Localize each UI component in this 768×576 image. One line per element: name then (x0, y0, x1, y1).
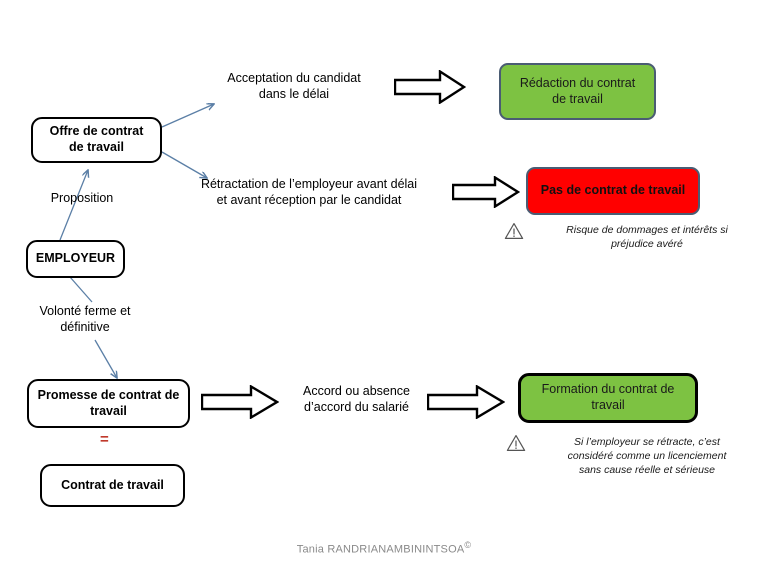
node-pas-de-contrat-de-travail[interactable]: Pas de contrat de travail (526, 167, 700, 215)
edge-label-accord-line1: Accord ou absence (302, 384, 410, 398)
connector-employeur-to-promesse (69, 276, 93, 303)
footer-author-credit: Tania RANDRIANAMBININTSOA© (0, 540, 768, 556)
node-redaction-line1: Rédaction du contrat (519, 75, 636, 90)
edge-label-acceptation-line2: dans le délai (258, 87, 330, 102)
note-risque-line2: préjudice avéré (611, 238, 683, 251)
node-employeur-label: EMPLOYEUR (35, 251, 116, 266)
block-arrow-right-icon (394, 70, 466, 104)
node-redaction-line2: de travail (552, 91, 603, 106)
block-arrow-right-icon (427, 385, 505, 419)
node-contrat-label: Contrat de travail (61, 477, 164, 492)
note-licenciement-line1: Si l’employeur se rétracte, c’est (574, 436, 720, 448)
edge-label-accord-line2: d’accord du salarié (304, 400, 409, 415)
node-employeur[interactable]: EMPLOYEUR (26, 240, 125, 278)
edge-label-volonte-line1: Volonté ferme et (39, 304, 131, 318)
edge-label-proposition: Proposition (50, 191, 114, 205)
node-formation-line1: Formation du contrat de (541, 382, 675, 397)
connector-offre-to-acceptation (161, 104, 214, 128)
node-offre-line2: de travail (69, 140, 124, 154)
node-offre-line1: Offre de contrat (49, 124, 144, 139)
copyright-symbol: © (464, 540, 472, 550)
note-licenciement-line2: considéré comme un licenciement (567, 450, 727, 463)
node-promesse-line1: Promesse de contrat de (37, 387, 180, 402)
node-contrat-de-travail[interactable]: Contrat de travail (40, 464, 185, 507)
block-arrow-right-icon (452, 176, 520, 208)
edge-label-volonte-ferme-et-definitive: Volonté ferme et définitive (10, 303, 160, 336)
block-arrow-right-icon (201, 385, 279, 419)
node-formation-du-contrat-de-travail[interactable]: Formation du contrat de travail (518, 373, 698, 423)
connector-offre-to-retractation (161, 151, 207, 178)
edge-label-retractation-employeur: Rétractation de l’employeur avant délai … (178, 176, 440, 209)
edge-label-acceptation-du-candidat: Acceptation du candidat dans le délai (203, 70, 385, 103)
edge-label-acceptation-line1: Acceptation du candidat (227, 71, 361, 85)
warning-triangle-icon (506, 435, 526, 451)
footer-author-name: Tania RANDRIANAMBININTSOA (296, 543, 465, 556)
node-redaction-du-contrat-de-travail[interactable]: Rédaction du contrat de travail (499, 63, 656, 120)
edge-label-accord-ou-absence: Accord ou absence d’accord du salarié (289, 383, 424, 416)
node-promesse-line2: travail (90, 403, 127, 418)
node-promesse-de-contrat-de-travail[interactable]: Promesse de contrat de travail (27, 379, 190, 428)
equals-symbol: = (100, 431, 109, 448)
edge-label-retractation-line2: et avant réception par le candidat (216, 193, 402, 208)
note-risque-line1: Risque de dommages et intérêts si (566, 224, 728, 236)
node-pas-de-contrat-label: Pas de contrat de travail (540, 183, 686, 198)
note-licenciement-line3: sans cause réelle et sérieuse (579, 464, 715, 477)
node-formation-line2: travail (591, 398, 625, 412)
connector-volonte-to-promesse (94, 339, 117, 378)
note-risque-de-dommages: Risque de dommages et intérêts si préjud… (533, 223, 761, 251)
edge-label-volonte-line2: définitive (60, 320, 110, 335)
edge-label-retractation-line1: Rétractation de l’employeur avant délai (200, 177, 418, 191)
node-offre-de-contrat-de-travail[interactable]: Offre de contrat de travail (31, 117, 162, 163)
warning-triangle-icon (504, 223, 524, 239)
note-licenciement-sans-cause: Si l’employeur se rétracte, c’est consid… (534, 435, 760, 478)
